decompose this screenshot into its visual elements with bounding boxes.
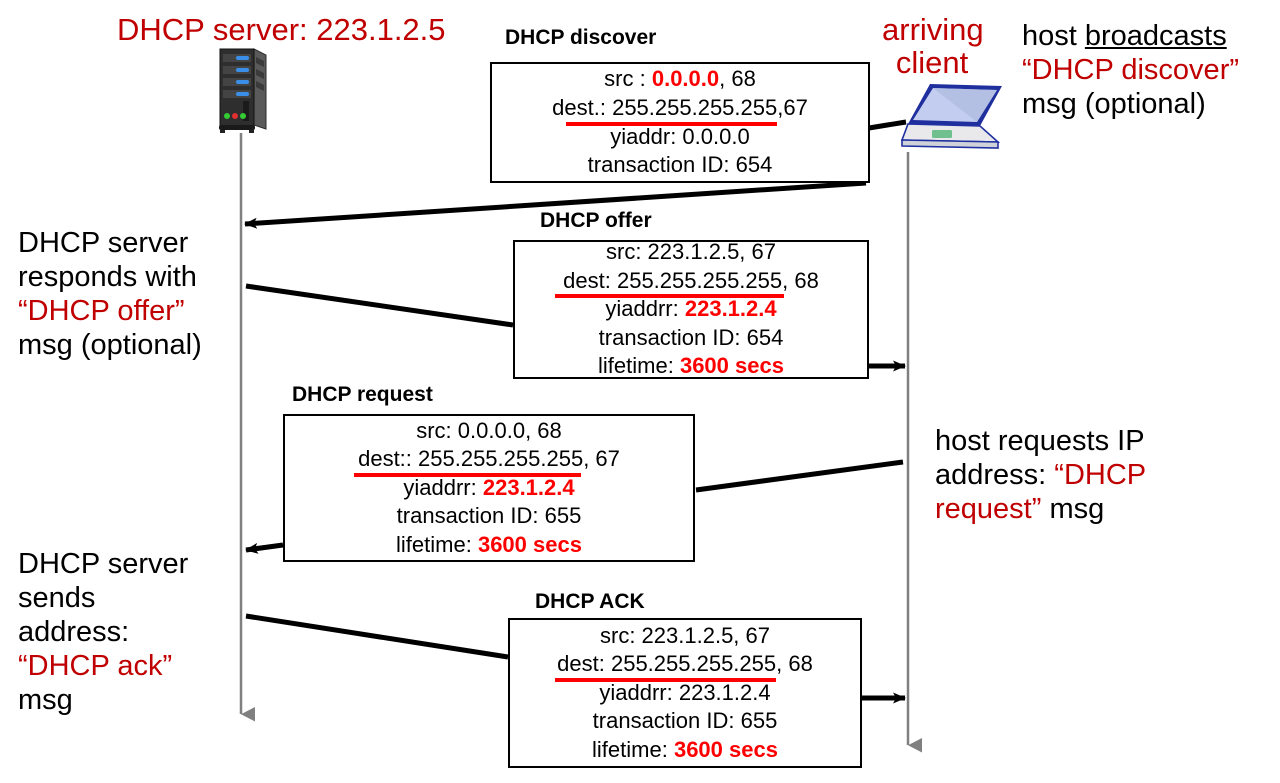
request-src-line: src: 0.0.0.0, 68 bbox=[416, 417, 562, 443]
discover-src-port: , 68 bbox=[719, 66, 756, 92]
offer-yiaddr-value: 223.1.2.4 bbox=[684, 296, 777, 322]
request-annotation-line-1: host requests IP bbox=[935, 425, 1145, 457]
dhcp-discover-caption: DHCP discover bbox=[505, 26, 657, 49]
discover-src-label: src : bbox=[604, 66, 652, 92]
request-txid-line: transaction ID: 655 bbox=[396, 503, 582, 529]
ack-dest-value: 255.255.255.255 bbox=[554, 650, 777, 682]
offer-dest-value: 255.255.255.255 bbox=[554, 267, 785, 298]
request-yiaddr-line: yiaddrr: 223.1.2.4 bbox=[403, 474, 574, 503]
ack-annotation-line-2: sends bbox=[18, 581, 96, 614]
offer-yiaddr-line: yiaddrr: 223.1.2.4 bbox=[605, 295, 776, 324]
discover-txid-line: transaction ID: 654 bbox=[587, 152, 773, 178]
dhcp-request-caption: DHCP request bbox=[292, 383, 433, 406]
request-lifetime-label: lifetime: bbox=[396, 531, 478, 557]
offer-yiaddr-label: yiaddrr: bbox=[605, 296, 685, 322]
laptop-icon bbox=[898, 82, 1008, 159]
request-lifetime-value: 3600 secs bbox=[477, 531, 582, 557]
discover-yiaddr-line: yiaddr: 0.0.0.0 bbox=[610, 123, 750, 149]
offer-annotation-line-2: responds with bbox=[18, 260, 197, 293]
request-yiaddr-label: yiaddrr: bbox=[403, 474, 483, 500]
ack-lifetime-label: lifetime: bbox=[592, 736, 674, 762]
ack-txid-line: transaction ID: 655 bbox=[592, 708, 778, 734]
ack-annotation-line-3: address: bbox=[18, 615, 130, 648]
request-annotation-line-3: request” msg bbox=[935, 493, 1195, 527]
ack-yiaddr-line: yiaddrr: 223.1.2.4 bbox=[599, 679, 771, 705]
request-annotation-dhcp: “DHCP bbox=[1054, 458, 1147, 491]
discover-annotation-line-2: “DHCP discover” bbox=[1022, 53, 1240, 86]
discover-src-value: 0.0.0.0 bbox=[651, 66, 720, 92]
discover-annotation: host broadcasts “DHCP discover” msg (opt… bbox=[1022, 20, 1272, 122]
request-annotation: host requests IP address: “DHCP request”… bbox=[935, 425, 1195, 527]
discover-annotation-line-1: host broadcasts bbox=[1022, 20, 1272, 54]
client-title-line2: client bbox=[895, 44, 969, 80]
offer-src-line: src: 223.1.2.5, 67 bbox=[606, 239, 776, 265]
request-annotation-line-2: address: “DHCP bbox=[935, 459, 1195, 493]
server-title: DHCP server: 223.1.2.5 bbox=[117, 12, 446, 47]
request-dest-line: dest:: 255.255.255.255, 67 bbox=[353, 445, 620, 477]
offer-annotation-line-4: msg (optional) bbox=[18, 328, 202, 361]
arrow-request-from-client bbox=[695, 459, 904, 493]
server-tower-icon bbox=[216, 45, 268, 138]
offer-txid-line: transaction ID: 654 bbox=[598, 324, 784, 350]
ack-annotation-line-4: “DHCP ack” bbox=[18, 649, 173, 682]
ack-lifetime-value: 3600 secs bbox=[673, 736, 778, 762]
dhcp-offer-box: src: 223.1.2.5, 67 dest: 255.255.255.255… bbox=[513, 239, 869, 381]
discover-dest-label: dest.: bbox=[552, 94, 613, 120]
ack-annotation-line-5: msg bbox=[18, 683, 73, 716]
offer-annotation-line-1: DHCP server bbox=[18, 227, 189, 259]
offer-lifetime-value: 3600 secs bbox=[679, 353, 784, 379]
client-title-line1: arriving bbox=[882, 12, 984, 47]
offer-dest-label: dest: bbox=[563, 267, 617, 293]
ack-dest-port: , 68 bbox=[776, 651, 813, 677]
discover-annotation-broadcasts: broadcasts bbox=[1084, 20, 1227, 52]
ack-annotation: DHCP server sends address: “DHCP ack” ms… bbox=[18, 548, 238, 718]
offer-lifetime-label: lifetime: bbox=[598, 353, 680, 379]
arrow-offer-from-server bbox=[245, 283, 514, 328]
request-dest-value: 255.255.255.255 bbox=[353, 445, 583, 477]
ack-dest-label: dest: bbox=[557, 651, 611, 677]
request-lifetime-line: lifetime: 3600 secs bbox=[396, 531, 582, 560]
dhcp-offer-caption: DHCP offer bbox=[540, 209, 652, 232]
offer-dest-line: dest: 255.255.255.255, 68 bbox=[554, 267, 819, 298]
dhcp-request-box: src: 0.0.0.0, 68 dest:: 255.255.255.255,… bbox=[283, 414, 695, 562]
request-annotation-request: request” bbox=[935, 492, 1042, 525]
discover-src-line: src : 0.0.0.0, 68 bbox=[604, 65, 756, 94]
dhcp-ack-box: src: 223.1.2.5, 67 dest: 255.255.255.255… bbox=[508, 618, 862, 768]
ack-lifetime-line: lifetime: 3600 secs bbox=[592, 736, 778, 765]
discover-annotation-line-3: msg (optional) bbox=[1022, 87, 1206, 120]
request-dest-port: , 67 bbox=[583, 446, 620, 472]
offer-annotation: DHCP server responds with “DHCP offer” m… bbox=[18, 227, 238, 363]
ack-dest-line: dest: 255.255.255.255, 68 bbox=[554, 650, 813, 682]
arrow-request-to-server bbox=[245, 542, 284, 554]
offer-lifetime-line: lifetime: 3600 secs bbox=[598, 352, 784, 381]
request-annotation-msg: msg bbox=[1041, 492, 1105, 525]
discover-dest-value: 255.255.255.255 bbox=[566, 94, 778, 126]
request-annotation-address: address: bbox=[935, 458, 1055, 491]
request-yiaddr-value: 223.1.2.4 bbox=[482, 474, 575, 500]
ack-src-line: src: 223.1.2.5, 67 bbox=[600, 622, 770, 648]
dhcp-ack-caption: DHCP ACK bbox=[535, 590, 645, 613]
ack-annotation-line-1: DHCP server bbox=[18, 548, 189, 580]
discover-annotation-host: host bbox=[1022, 20, 1085, 52]
discover-dest-port: ,67 bbox=[777, 94, 808, 120]
client-title: arriving client bbox=[882, 12, 984, 80]
offer-annotation-line-3: “DHCP offer” bbox=[18, 294, 185, 327]
request-dest-label: dest:: bbox=[358, 446, 419, 472]
discover-dest-line: dest.: 255.255.255.255,67 bbox=[552, 94, 808, 126]
arrow-ack-from-server bbox=[245, 613, 509, 660]
dhcp-discover-box: src : 0.0.0.0, 68 dest.: 255.255.255.255… bbox=[490, 62, 870, 183]
offer-dest-port: , 68 bbox=[782, 267, 819, 293]
